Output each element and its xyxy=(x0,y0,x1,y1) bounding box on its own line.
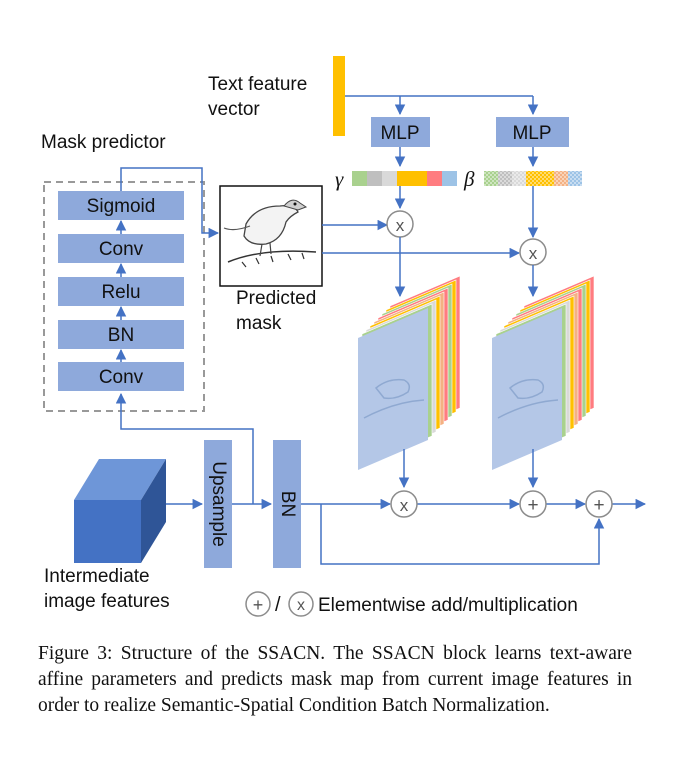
svg-text:x: x xyxy=(297,597,305,614)
legend: + / x Elementwise add/multiplication xyxy=(245,591,578,617)
svg-text:MLP: MLP xyxy=(512,123,551,144)
mask-predictor-label: Mask predictor xyxy=(41,132,166,153)
legend-multiply-icon: x xyxy=(288,591,314,617)
mlp-to-vector-arrows xyxy=(394,147,539,168)
svg-text:Relu: Relu xyxy=(101,282,140,303)
mlp-beta-block: MLP xyxy=(496,117,569,147)
beta-stack-front-map xyxy=(492,308,562,470)
main-flow-arrows xyxy=(115,392,647,565)
text-to-mlp-arrows xyxy=(345,95,539,116)
diagram-canvas: Sigmoid Conv Relu BN Conv xyxy=(41,56,647,617)
svg-text:Conv: Conv xyxy=(99,239,144,260)
ssacn-diagram: Sigmoid Conv Relu BN Conv xyxy=(41,56,647,617)
gamma-vector xyxy=(352,171,457,186)
mask-to-multiply-arrows xyxy=(322,219,521,259)
multiply-circle-beta: x xyxy=(519,238,547,266)
multiply-circle-gamma: x xyxy=(386,210,414,238)
svg-text:x: x xyxy=(396,216,405,235)
add-circle-beta: + xyxy=(519,490,547,518)
svg-text:Conv: Conv xyxy=(99,367,144,388)
predictor-block-bn: BN xyxy=(58,320,184,349)
beta-vector xyxy=(484,171,582,186)
svg-text:Upsample: Upsample xyxy=(208,461,229,547)
svg-text:+: + xyxy=(593,495,604,516)
beta-feature-stack xyxy=(492,275,595,470)
predictor-block-conv-top: Conv xyxy=(58,234,184,263)
sigmoid-to-mask-arrow xyxy=(120,167,220,239)
svg-text:BN: BN xyxy=(277,491,298,517)
gamma-stack-front-map xyxy=(358,308,428,470)
predictor-block-conv-bottom: Conv xyxy=(58,362,184,391)
legend-separator: / xyxy=(275,594,281,616)
text-feature-vector-bar xyxy=(333,56,345,136)
upsample-block: Upsample xyxy=(204,440,232,568)
legend-add-icon: + xyxy=(245,591,271,617)
svg-text:MLP: MLP xyxy=(380,123,419,144)
multiply-to-stack-arrows xyxy=(394,237,539,298)
mlp-gamma-block: MLP xyxy=(371,117,430,147)
stack-to-ops-arrows xyxy=(398,449,539,489)
mask-predictor-box xyxy=(43,181,205,412)
beta-stack-bird-silhouette xyxy=(497,378,559,419)
legend-label: Elementwise add/multiplication xyxy=(318,595,578,616)
predictor-block-sigmoid: Sigmoid xyxy=(58,191,184,220)
predicted-mask-image xyxy=(219,185,323,287)
svg-text:Sigmoid: Sigmoid xyxy=(87,196,156,217)
intermediate-features-cube xyxy=(74,459,166,563)
gamma-stack-bird-silhouette xyxy=(363,378,425,419)
vector-to-multiply-arrows xyxy=(394,186,539,239)
predictor-block-relu: Relu xyxy=(58,277,184,306)
svg-text:x: x xyxy=(529,244,538,263)
svg-text:x: x xyxy=(400,496,409,515)
bn-block: BN xyxy=(273,440,301,568)
multiply-circle-main: x xyxy=(390,490,418,518)
beta-symbol: β xyxy=(463,167,475,191)
svg-text:BN: BN xyxy=(108,325,134,346)
gamma-symbol: γ xyxy=(335,167,344,191)
add-circle-residual: + xyxy=(585,490,613,518)
figure-caption: Figure 3: Structure of the SSACN. The SS… xyxy=(38,643,632,716)
gamma-feature-stack xyxy=(358,275,461,470)
svg-text:+: + xyxy=(527,495,538,516)
svg-text:+: + xyxy=(253,595,264,615)
